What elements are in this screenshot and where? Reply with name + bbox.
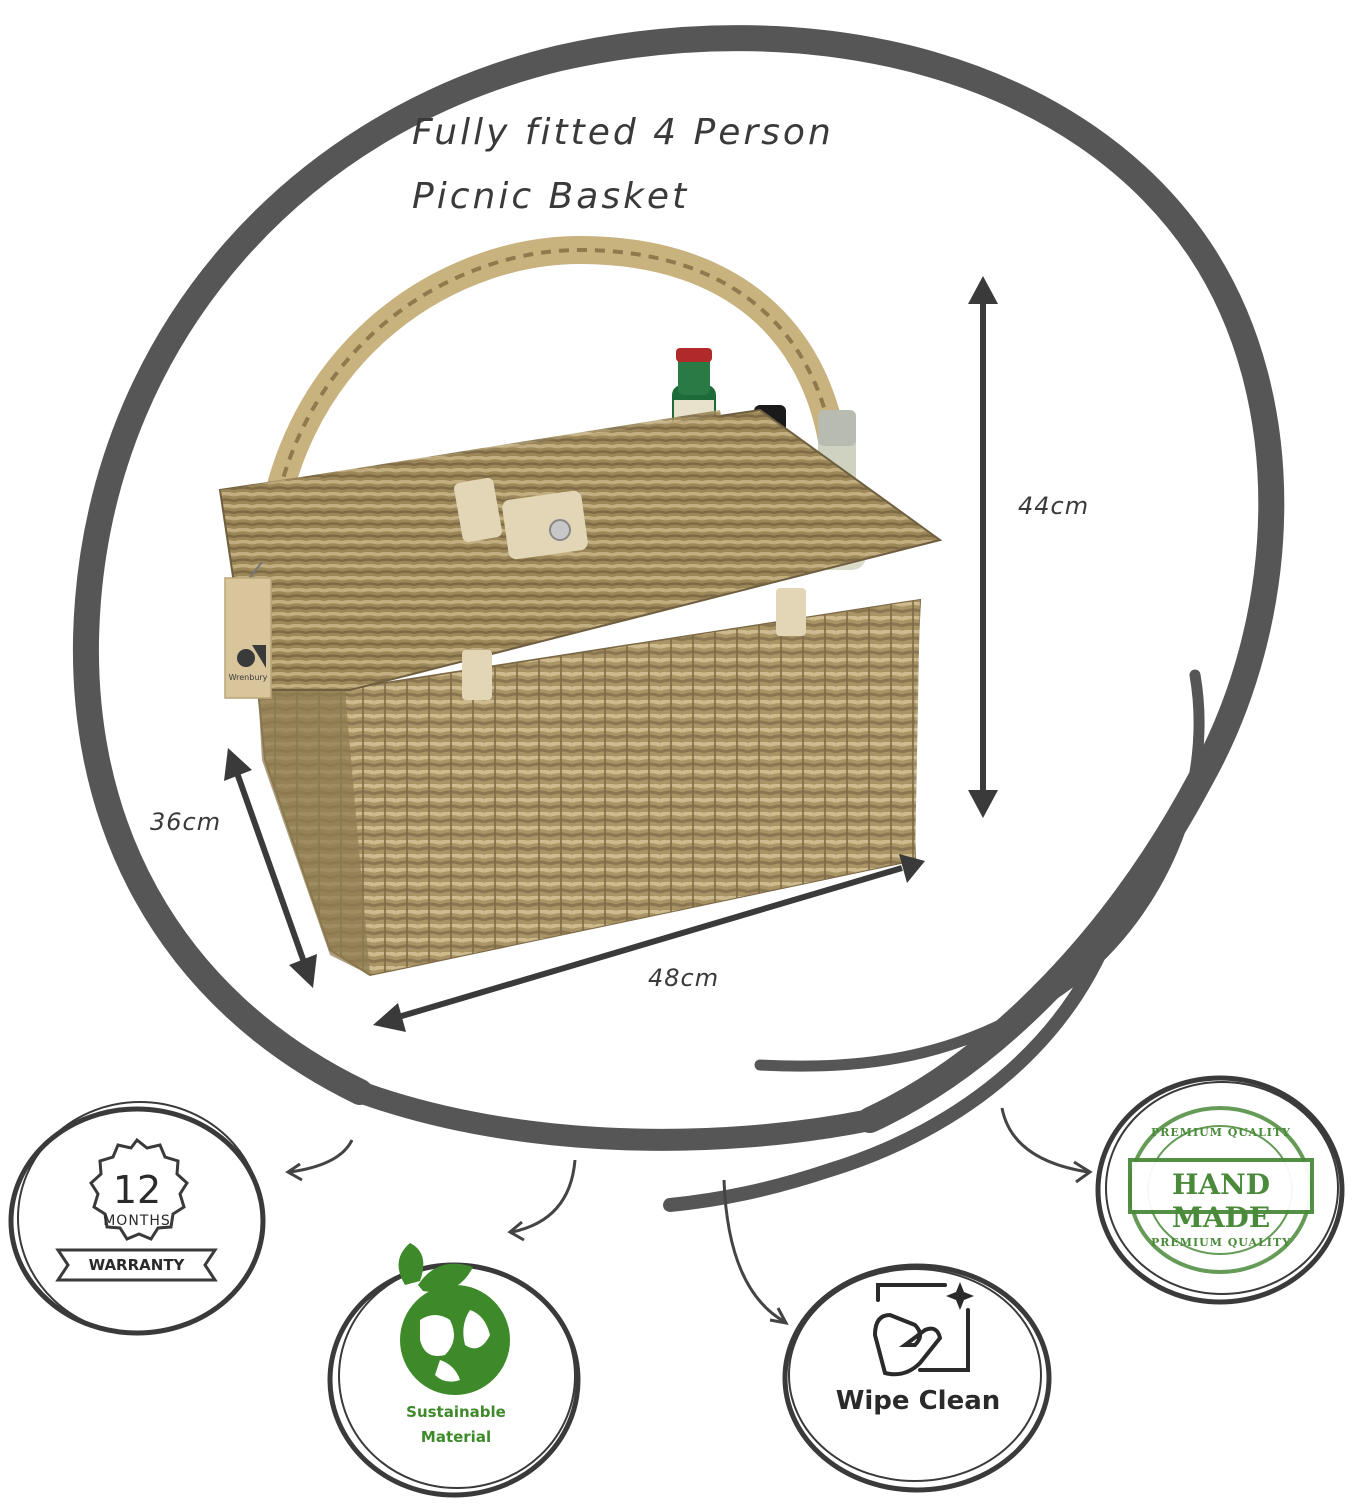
leaf-icon — [398, 1243, 424, 1285]
globe-icon — [400, 1285, 510, 1395]
dimension-arrow-depth — [224, 748, 317, 988]
sustainable-badge — [327, 1243, 581, 1498]
wipe-hand-icon — [872, 1282, 974, 1377]
picnic-basket-image — [218, 235, 943, 977]
dimension-label-width: 48cm — [648, 964, 720, 992]
title-line-2: Picnic Basket — [412, 176, 690, 217]
warranty-unit: MONTHS — [103, 1213, 171, 1229]
sustainable-line-2: Material — [420, 1428, 492, 1446]
wipe-clean-label: Wipe Clean — [835, 1386, 1001, 1416]
dimension-label-depth: 36cm — [150, 808, 222, 836]
brand-tag — [224, 561, 272, 699]
brand-tag-text: Wrenbury — [228, 673, 268, 682]
wipe-clean-badge — [782, 1263, 1052, 1493]
dimension-arrow-width — [373, 854, 925, 1032]
handmade-bottom-arc-text: PREMIUM QUALITY — [1150, 1236, 1291, 1249]
title-line-1: Fully fitted 4 Person — [412, 112, 834, 153]
handmade-badge — [1095, 1075, 1345, 1305]
warranty-ribbon-text: WARRANTY — [88, 1256, 185, 1274]
pointer-arrows — [285, 1107, 1093, 1326]
handmade-top-arc-text: PREMIUM QUALITY — [1150, 1126, 1291, 1139]
dimension-arrow-height — [968, 276, 998, 818]
dimension-label-height: 44cm — [1018, 492, 1090, 520]
sustainable-line-1: Sustainable — [406, 1403, 506, 1421]
warranty-number: 12 — [112, 1168, 162, 1212]
warranty-badge — [8, 1101, 266, 1336]
decorative-ring — [72, 25, 1285, 1212]
handmade-stamp-text: HAND MADE — [1171, 1168, 1271, 1234]
